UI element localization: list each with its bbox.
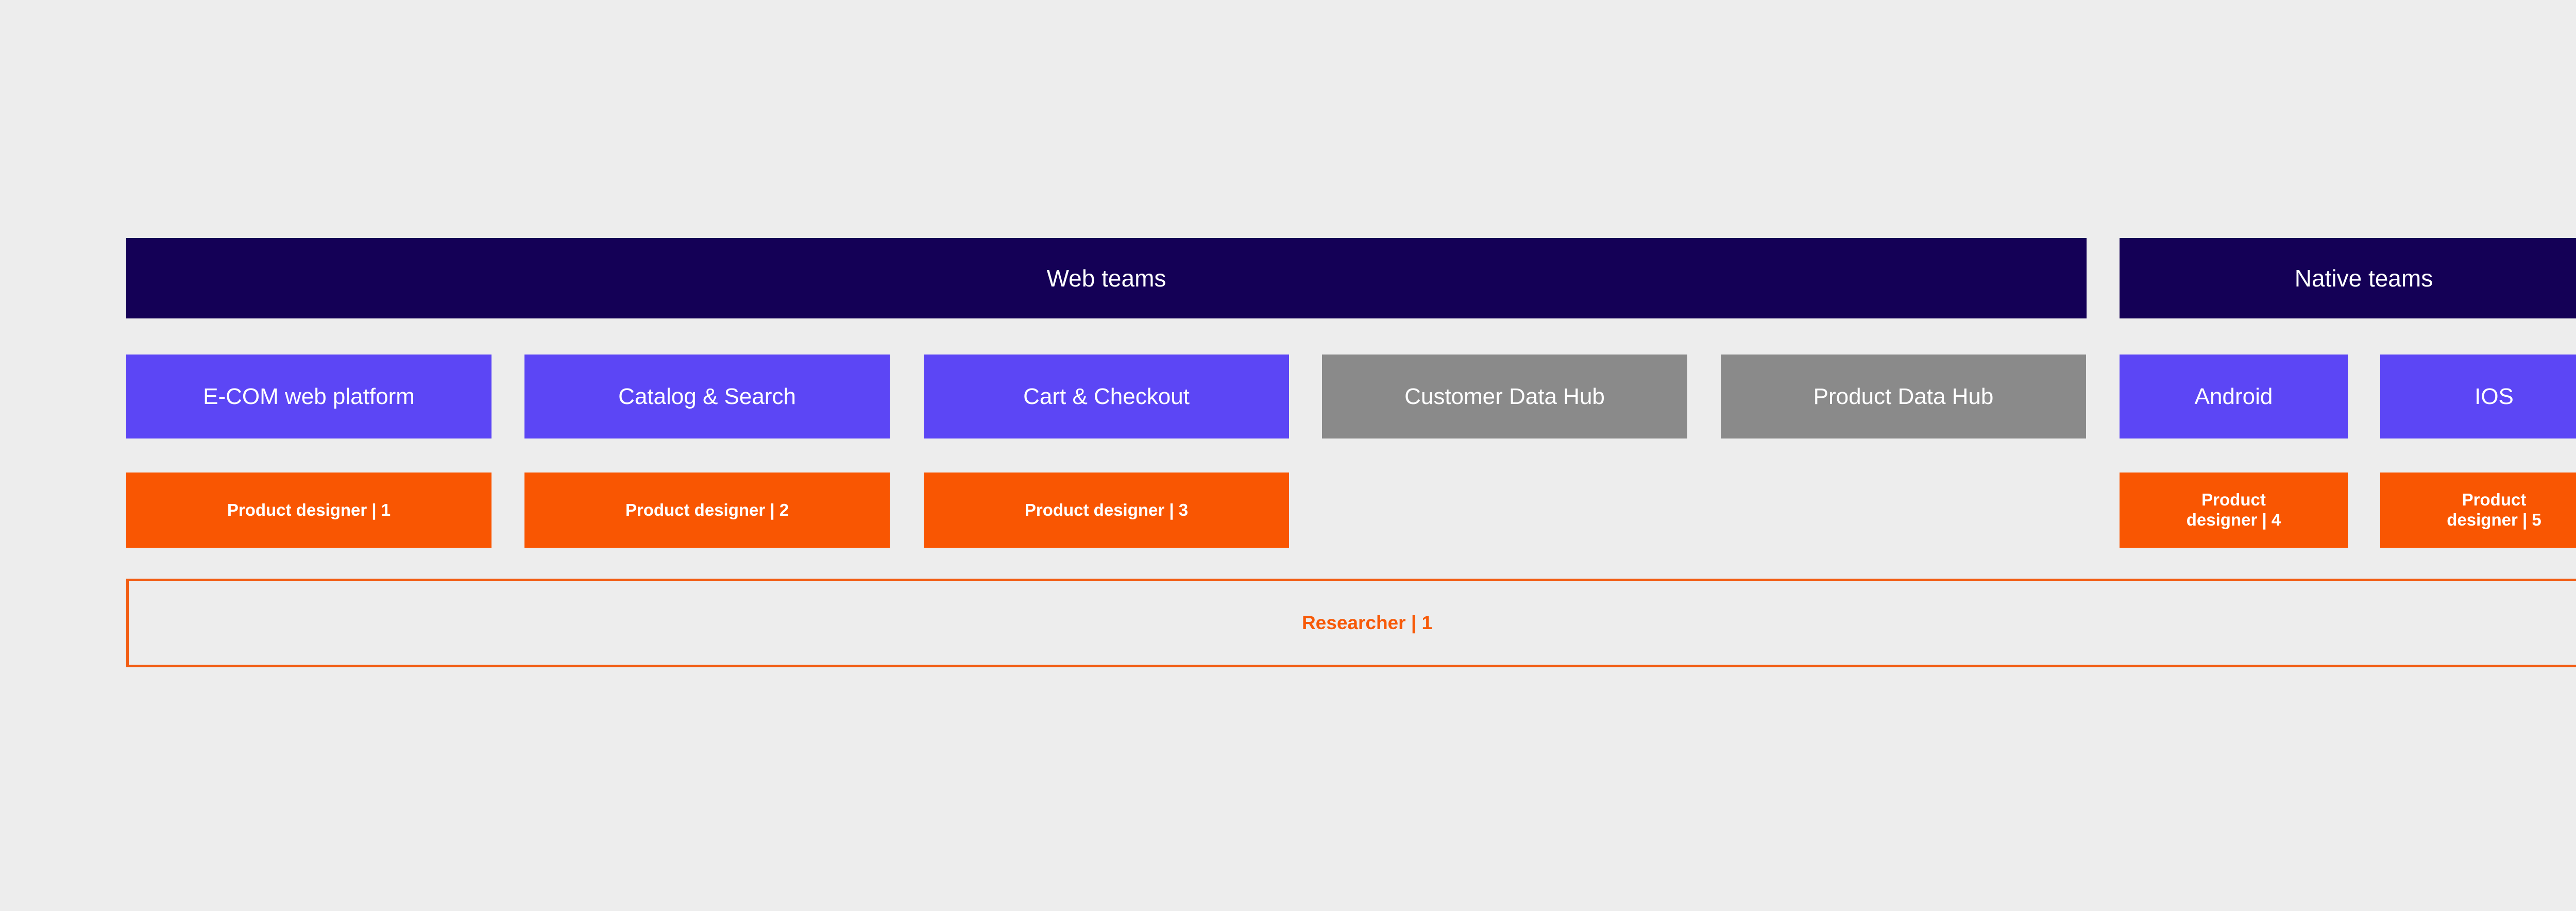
researcher-card-1-label: Researcher | 1 xyxy=(1301,612,1433,634)
team-card-product-data-hub[interactable]: Product Data Hub xyxy=(1721,355,2086,438)
team-card-ios-label: IOS xyxy=(2475,383,2514,409)
team-card-product-data-hub-label: Product Data Hub xyxy=(1813,383,1994,409)
team-card-android[interactable]: Android xyxy=(2120,355,2348,438)
team-card-ecom-web-platform[interactable]: E-COM web platform xyxy=(126,355,492,438)
group-header-native-teams-label: Native teams xyxy=(2294,264,2433,292)
team-card-catalog-search[interactable]: Catalog & Search xyxy=(524,355,890,438)
group-header-web-teams-label: Web teams xyxy=(1046,264,1166,292)
designer-card-5-label: Product designer | 5 xyxy=(2447,490,2541,529)
team-card-ios[interactable]: IOS xyxy=(2380,355,2576,438)
team-card-catalog-search-label: Catalog & Search xyxy=(618,383,796,409)
designer-card-2-label: Product designer | 2 xyxy=(625,500,789,519)
team-card-cart-checkout[interactable]: Cart & Checkout xyxy=(924,355,1289,438)
team-card-cart-checkout-label: Cart & Checkout xyxy=(1023,383,1190,409)
designer-card-1-label: Product designer | 1 xyxy=(227,500,391,519)
group-header-web-teams[interactable]: Web teams xyxy=(126,238,2087,318)
team-card-customer-data-hub-label: Customer Data Hub xyxy=(1404,383,1605,409)
group-header-native-teams[interactable]: Native teams xyxy=(2120,238,2576,318)
team-card-ecom-web-platform-label: E-COM web platform xyxy=(203,383,415,409)
designer-card-4[interactable]: Product designer | 4 xyxy=(2120,473,2348,548)
researcher-card-1[interactable]: Researcher | 1 xyxy=(126,579,2576,667)
designer-card-1[interactable]: Product designer | 1 xyxy=(126,473,492,548)
designer-card-2[interactable]: Product designer | 2 xyxy=(524,473,890,548)
designer-card-3[interactable]: Product designer | 3 xyxy=(924,473,1289,548)
designer-card-3-label: Product designer | 3 xyxy=(1024,500,1189,519)
designer-card-5[interactable]: Product designer | 5 xyxy=(2380,473,2576,548)
designer-card-4-label: Product designer | 4 xyxy=(2186,490,2281,529)
team-card-customer-data-hub[interactable]: Customer Data Hub xyxy=(1322,355,1687,438)
team-card-android-label: Android xyxy=(2194,383,2273,409)
